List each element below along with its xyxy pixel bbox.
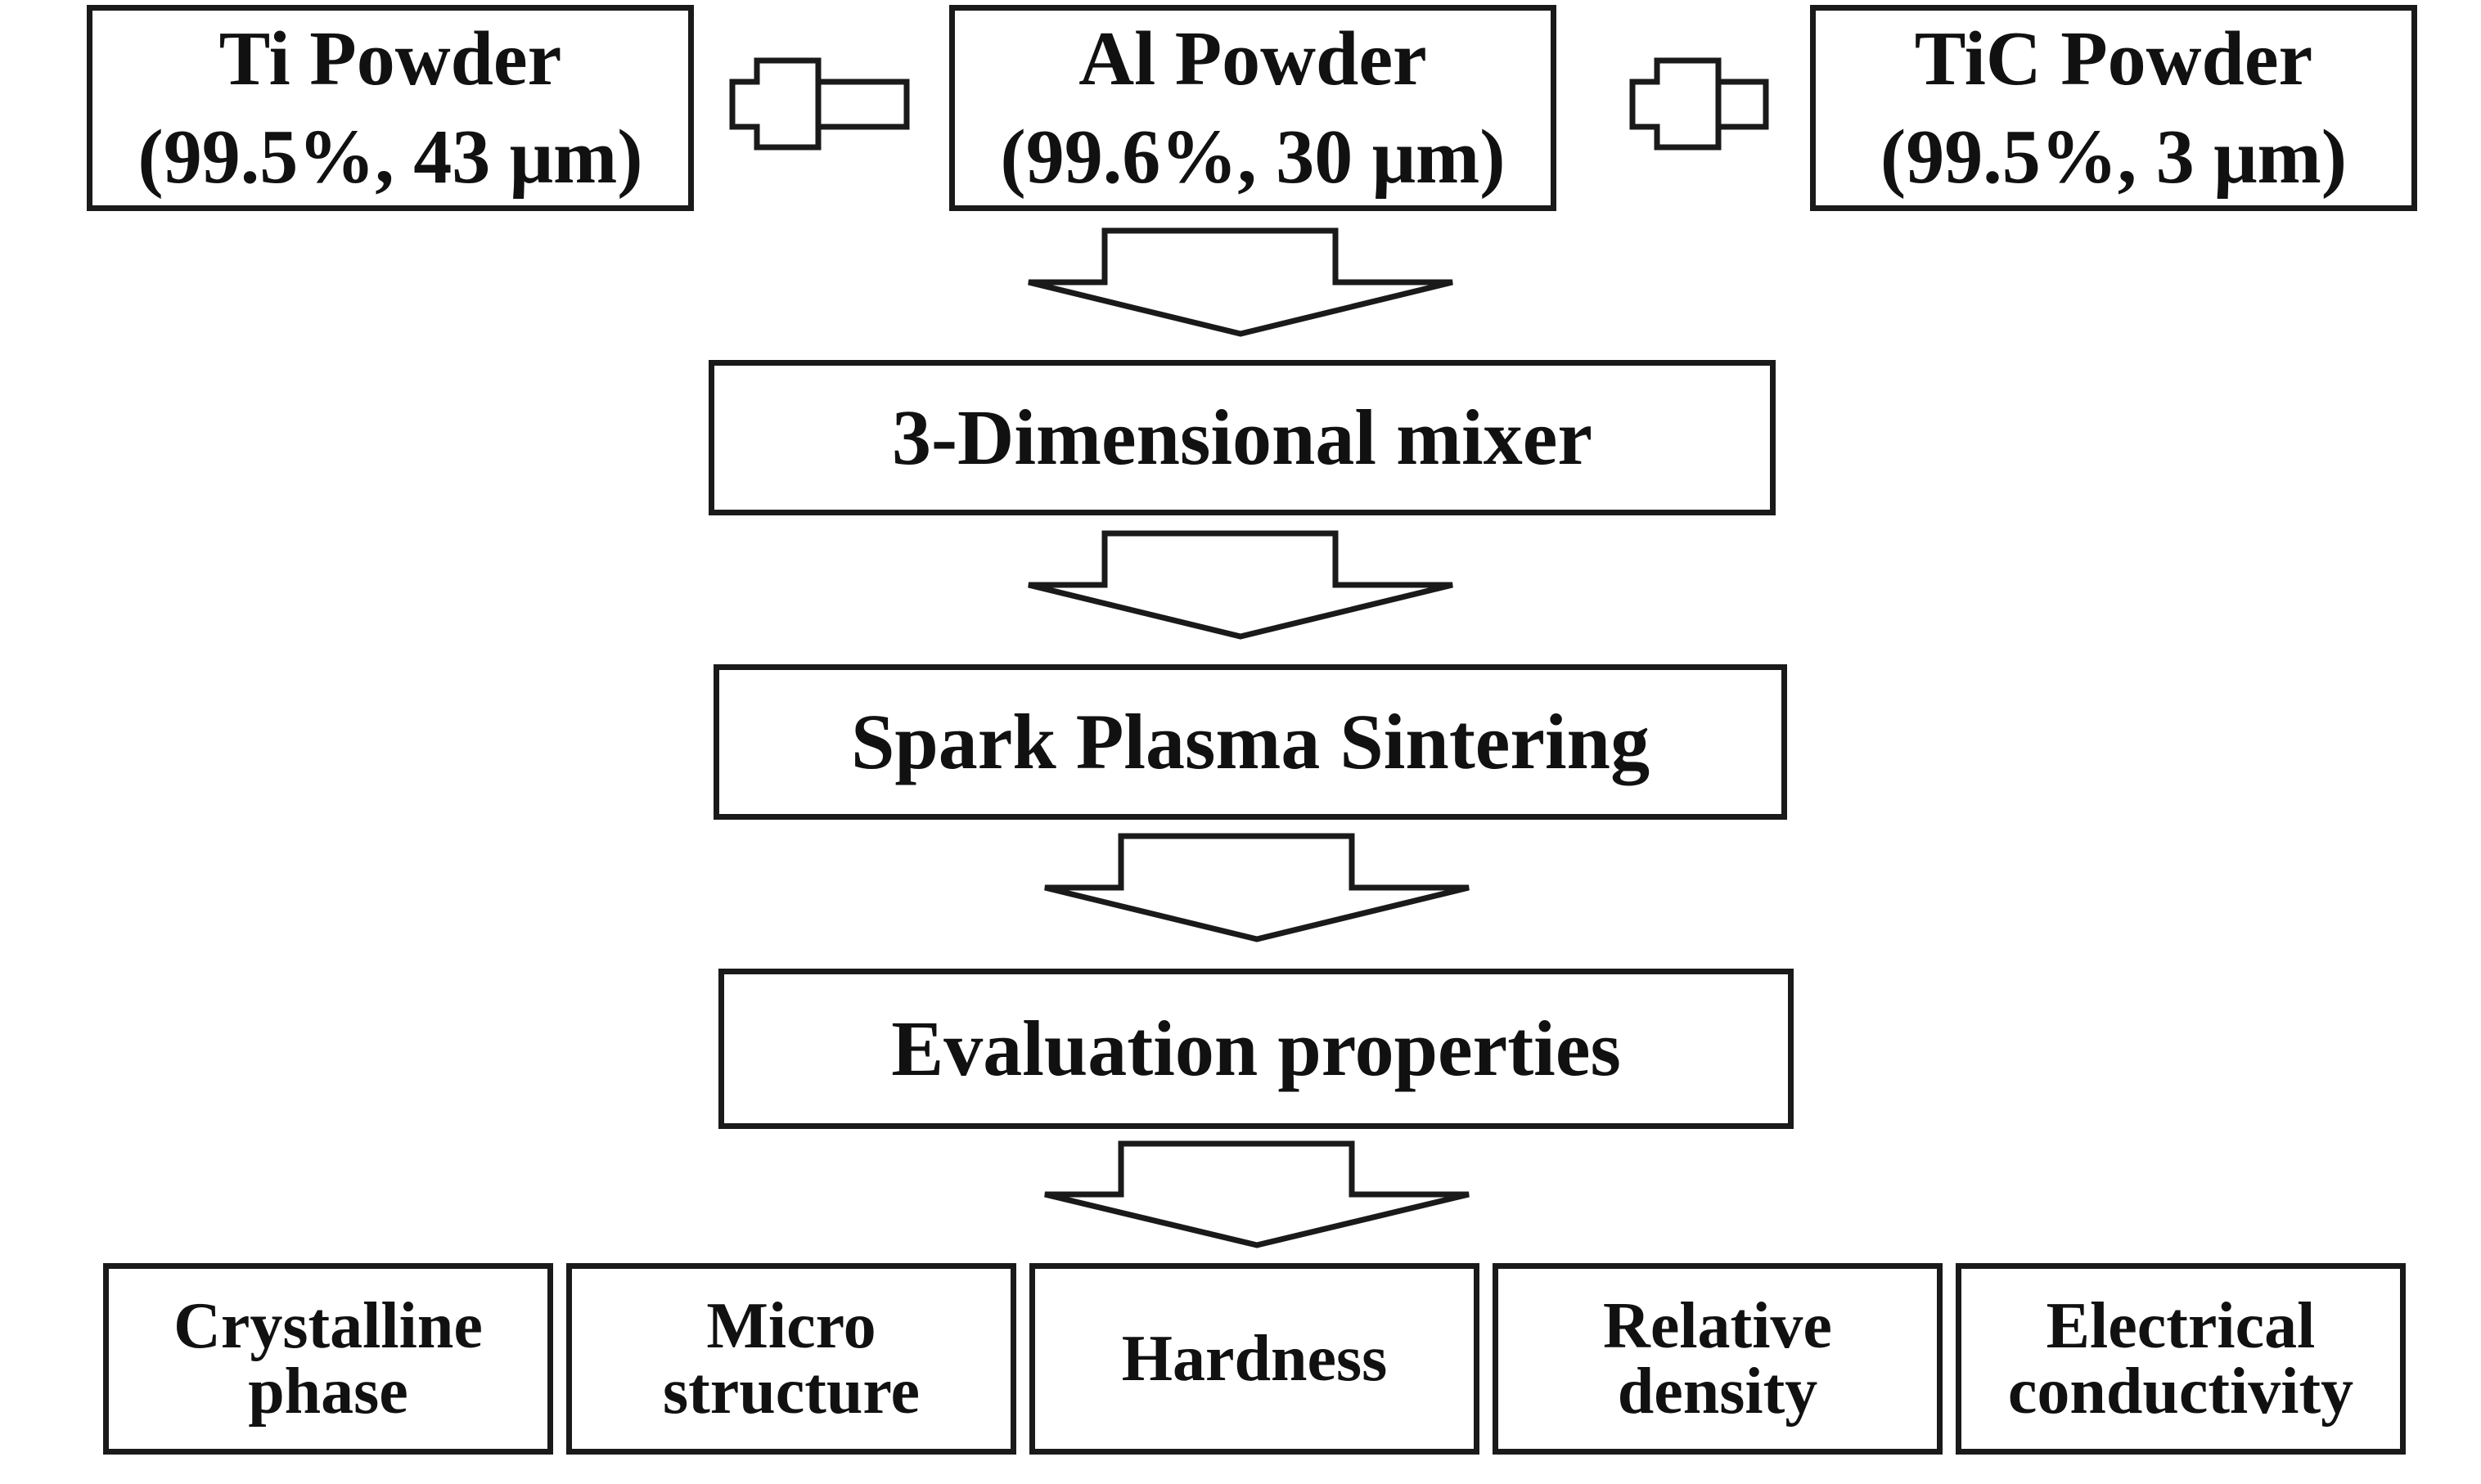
property-box-micro-structure: Micro structure bbox=[566, 1263, 1016, 1455]
property-label-line2: structure bbox=[663, 1356, 920, 1428]
flow-arrow-4 bbox=[1044, 1140, 1470, 1248]
input-detail: (99.5%, 43 μm) bbox=[137, 115, 643, 200]
connector-al-tic bbox=[1629, 57, 1769, 151]
input-name: Al Powder bbox=[1078, 16, 1427, 101]
property-label-line2: phase bbox=[248, 1356, 408, 1428]
flow-arrow-3 bbox=[1044, 833, 1470, 942]
property-label-line1: Crystalline bbox=[173, 1290, 483, 1362]
property-label-line1: Relative bbox=[1603, 1290, 1832, 1362]
input-detail: (99.5%, 3 μm) bbox=[1880, 115, 2348, 200]
step-label: Evaluation properties bbox=[891, 1005, 1621, 1092]
input-name: Ti Powder bbox=[218, 16, 562, 101]
property-box-relative-density: Relative density bbox=[1493, 1263, 1943, 1455]
property-label-line1: Hardness bbox=[1121, 1323, 1388, 1395]
flow-arrow-1 bbox=[1028, 227, 1453, 337]
connector-ti-al bbox=[729, 57, 910, 151]
input-box-tic-powder: TiC Powder (99.5%, 3 μm) bbox=[1810, 5, 2417, 211]
property-label-line1: Electrical bbox=[2046, 1290, 2316, 1362]
property-box-electrical-conductivity: Electrical conductivity bbox=[1956, 1263, 2406, 1455]
flow-arrow-2 bbox=[1028, 530, 1453, 640]
step-box-evaluation-properties: Evaluation properties bbox=[718, 969, 1794, 1129]
input-name: TiC Powder bbox=[1914, 16, 2313, 101]
input-detail: (99.6%, 30 μm) bbox=[1000, 115, 1506, 200]
step-label: Spark Plasma Sintering bbox=[850, 698, 1650, 785]
step-box-spark-plasma-sintering: Spark Plasma Sintering bbox=[714, 664, 1787, 820]
property-box-crystalline-phase: Crystalline phase bbox=[103, 1263, 553, 1455]
step-box-mixer: 3-Dimensional mixer bbox=[709, 360, 1776, 515]
step-label: 3-Dimensional mixer bbox=[892, 393, 1592, 481]
property-label-line1: Micro bbox=[706, 1290, 876, 1362]
input-box-al-powder: Al Powder (99.6%, 30 μm) bbox=[949, 5, 1556, 211]
property-box-hardness: Hardness bbox=[1029, 1263, 1479, 1455]
property-label-line2: conductivity bbox=[2007, 1356, 2354, 1428]
property-label-line2: density bbox=[1617, 1356, 1818, 1428]
input-box-ti-powder: Ti Powder (99.5%, 43 μm) bbox=[87, 5, 694, 211]
